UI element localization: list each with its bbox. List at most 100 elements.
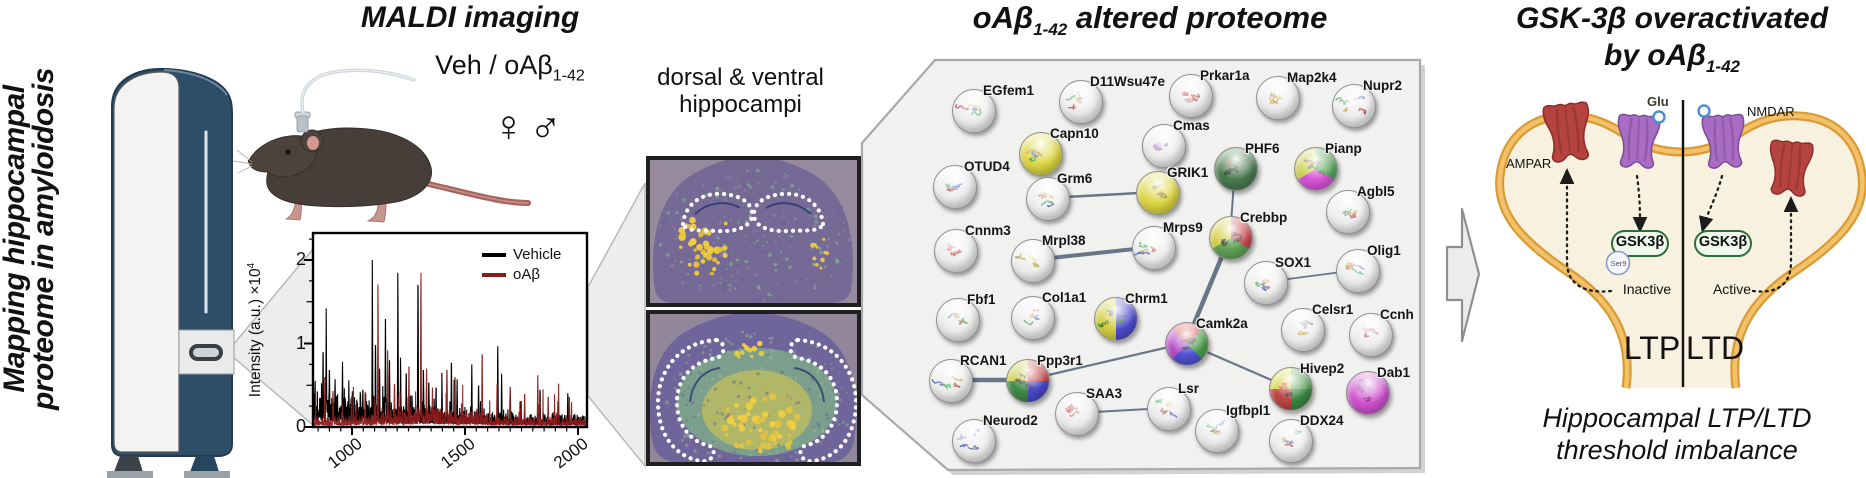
banner-line1: Mapping hippocampal <box>0 85 31 393</box>
protein-node-Cmas <box>1142 124 1186 168</box>
protein-node-label: Mrpl38 <box>1042 233 1086 248</box>
protein-node-label: SOX1 <box>1275 255 1312 270</box>
protein-node-label: Cnnm3 <box>965 223 1011 238</box>
protein-node-label: Olig1 <box>1367 243 1401 258</box>
protein-node-SOX1 <box>1244 261 1288 305</box>
glu-receptor-icon <box>1617 113 1661 169</box>
protein-node-label: Celsr1 <box>1312 302 1354 317</box>
legend-entry: Vehicle <box>482 246 561 263</box>
gsk3b-label-left: GSK3β <box>1615 234 1665 250</box>
protein-node-label: Nupr2 <box>1363 78 1403 93</box>
protein-node-label: Crebbp <box>1240 210 1288 225</box>
protein-node-Crebbp <box>1209 216 1253 260</box>
nmdar-receptor-icon <box>1701 113 1745 169</box>
protein-node-Igfbpl1 <box>1195 409 1239 453</box>
protein-node-Camk2a <box>1165 322 1209 366</box>
protein-node-D11Wsu47e <box>1059 80 1103 124</box>
protein-node-label: OTUD4 <box>964 159 1010 174</box>
protein-node-label: Ppp3r1 <box>1037 353 1083 368</box>
ser9-label: Ser9 <box>1610 259 1627 268</box>
protein-node-OTUD4 <box>933 165 977 209</box>
mouse-icon <box>232 68 531 223</box>
protein-node-Agbl5 <box>1326 190 1370 234</box>
spectrum-trace-oAβ <box>314 272 586 426</box>
protein-node-Pianp <box>1294 147 1338 191</box>
mass-spectrum-plot <box>304 231 589 435</box>
legend-label: oAβ <box>513 266 540 283</box>
protein-node-label: Mrps9 <box>1163 220 1203 235</box>
hippocampi-label: dorsal & ventral hippocampi <box>657 64 824 118</box>
protein-node-label: Map2k4 <box>1287 70 1337 85</box>
treatment-sub: 1-42 <box>552 67 585 85</box>
legend-swatch <box>482 252 506 257</box>
synapse-cell-diagram <box>1495 100 1866 389</box>
protein-node-Prkar1a <box>1169 74 1213 118</box>
protein-node-RCAN1 <box>929 359 973 403</box>
protein-node-label: Agbl5 <box>1357 184 1395 199</box>
side-banner: Mapping hippocampal proteome in amyloido… <box>0 0 60 478</box>
protein-node-label: Pianp <box>1325 141 1362 156</box>
gsk3b-label-right: GSK3β <box>1698 234 1748 250</box>
glutamate-icon <box>1697 104 1711 118</box>
protein-node-label: Capn10 <box>1050 126 1099 141</box>
protein-node-label: Dab1 <box>1377 365 1411 380</box>
protein-node-label: DDX24 <box>1300 413 1344 428</box>
signal-arrows <box>1559 167 1799 293</box>
protein-node-label: SAA3 <box>1086 386 1123 401</box>
ampar-receptor-icon <box>1542 101 1590 163</box>
protein-node-Mrpl38 <box>1011 239 1055 283</box>
protein-node-DDX24 <box>1269 419 1313 463</box>
brain-section-dorsal <box>646 156 861 307</box>
protein-node-Capn10 <box>1019 132 1063 176</box>
protein-node-Ccnh <box>1349 313 1393 357</box>
protein-node-label: Col1a1 <box>1042 290 1087 305</box>
protein-node-label: PHF6 <box>1245 141 1280 156</box>
male-icon: ♂ <box>529 102 566 151</box>
protein-node-SAA3 <box>1055 392 1099 436</box>
ltd-label: LTD <box>1686 330 1745 366</box>
y-tick-label: 0 <box>295 416 306 436</box>
protein-node-label: EGfem1 <box>983 83 1035 98</box>
plot-legend: Vehicle oAβ <box>482 246 561 286</box>
y-axis-label: Intensity (a.u.) ×104 <box>246 262 265 398</box>
brain-section-ventral <box>646 310 861 466</box>
mass-spectrometer-icon <box>107 67 235 478</box>
protein-node-label: RCAN1 <box>960 353 1007 368</box>
protein-node-label: D11Wsu47e <box>1090 74 1166 89</box>
protein-node-label: GRIK1 <box>1167 165 1209 180</box>
legend-swatch <box>482 272 506 277</box>
protein-node-Cnnm3 <box>934 229 978 273</box>
protein-node-Col1a1 <box>1011 296 1055 340</box>
protein-node-label: Neurod2 <box>983 413 1038 428</box>
glu-label: Glu <box>1647 94 1669 109</box>
transition-arrow-icon <box>1445 207 1481 343</box>
protein-node-Mrps9 <box>1132 226 1176 270</box>
protein-node-label: Camk2a <box>1196 316 1248 331</box>
protein-node-Olig1 <box>1336 249 1380 293</box>
ser9-phospho-icon <box>1605 250 1631 276</box>
active-label: Active <box>1712 281 1752 297</box>
sex-symbols: ♀♂ <box>492 102 566 152</box>
protein-node-Chrm1 <box>1094 297 1138 341</box>
protein-node-Ppp3r1 <box>1006 359 1050 403</box>
protein-node-label: Chrm1 <box>1125 291 1168 306</box>
y-tick-label: 2 <box>295 249 306 269</box>
protein-node-EGfem1 <box>952 89 996 133</box>
ltp-label: LTP <box>1623 330 1681 366</box>
treatment-label: Veh / oAβ1-42 <box>400 50 620 85</box>
protein-node-Hivep2 <box>1269 367 1313 411</box>
treatment-main: Veh / oAβ <box>435 50 553 80</box>
protein-node-Nupr2 <box>1332 84 1376 128</box>
maldi-title: MALDI imaging <box>360 1 580 34</box>
gsk3b-pill-left <box>1611 230 1669 257</box>
banner-line2: proteome in amyloidosis <box>27 68 60 410</box>
nmdar-label: NMDAR <box>1747 104 1795 119</box>
internalized-ampar-icon <box>1769 139 1814 197</box>
ampar-label: AMPAR <box>1506 156 1552 171</box>
protein-node-Grm6 <box>1026 177 1070 221</box>
female-icon: ♀ <box>492 102 529 151</box>
inactive-label: Inactive <box>1622 281 1672 297</box>
network-title: oAβ1-42 altered proteome <box>972 0 1328 40</box>
